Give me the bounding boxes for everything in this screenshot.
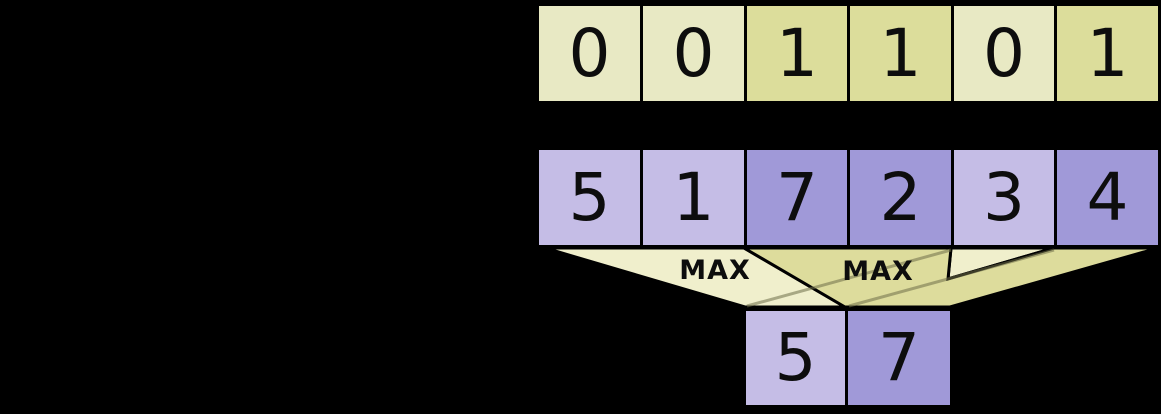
funnel-right-shape xyxy=(738,246,1159,309)
mask-cell-3: 1 xyxy=(744,3,850,104)
output-cell-2: 7 xyxy=(845,308,953,408)
value-cell-1: 5 xyxy=(536,147,643,248)
mask-cell-4: 1 xyxy=(847,3,954,104)
value-cell-6: 4 xyxy=(1054,147,1161,248)
crossover-line-1 xyxy=(746,248,952,308)
crossover-line-2 xyxy=(848,248,1055,308)
max-operation-right-label: MAX xyxy=(842,255,914,287)
value-cell-5: 3 xyxy=(951,147,1057,248)
value-cell-3: 7 xyxy=(744,147,850,248)
mask-cell-2: 0 xyxy=(640,3,747,104)
mask-cell-1: 0 xyxy=(536,3,643,104)
output-cell-1: 5 xyxy=(743,308,848,408)
mask-cell-5: 0 xyxy=(951,3,1057,104)
value-cell-4: 2 xyxy=(847,147,954,248)
value-cell-2: 1 xyxy=(640,147,747,248)
mask-cell-6: 1 xyxy=(1054,3,1161,104)
max-operation-left-label: MAX xyxy=(679,254,751,286)
